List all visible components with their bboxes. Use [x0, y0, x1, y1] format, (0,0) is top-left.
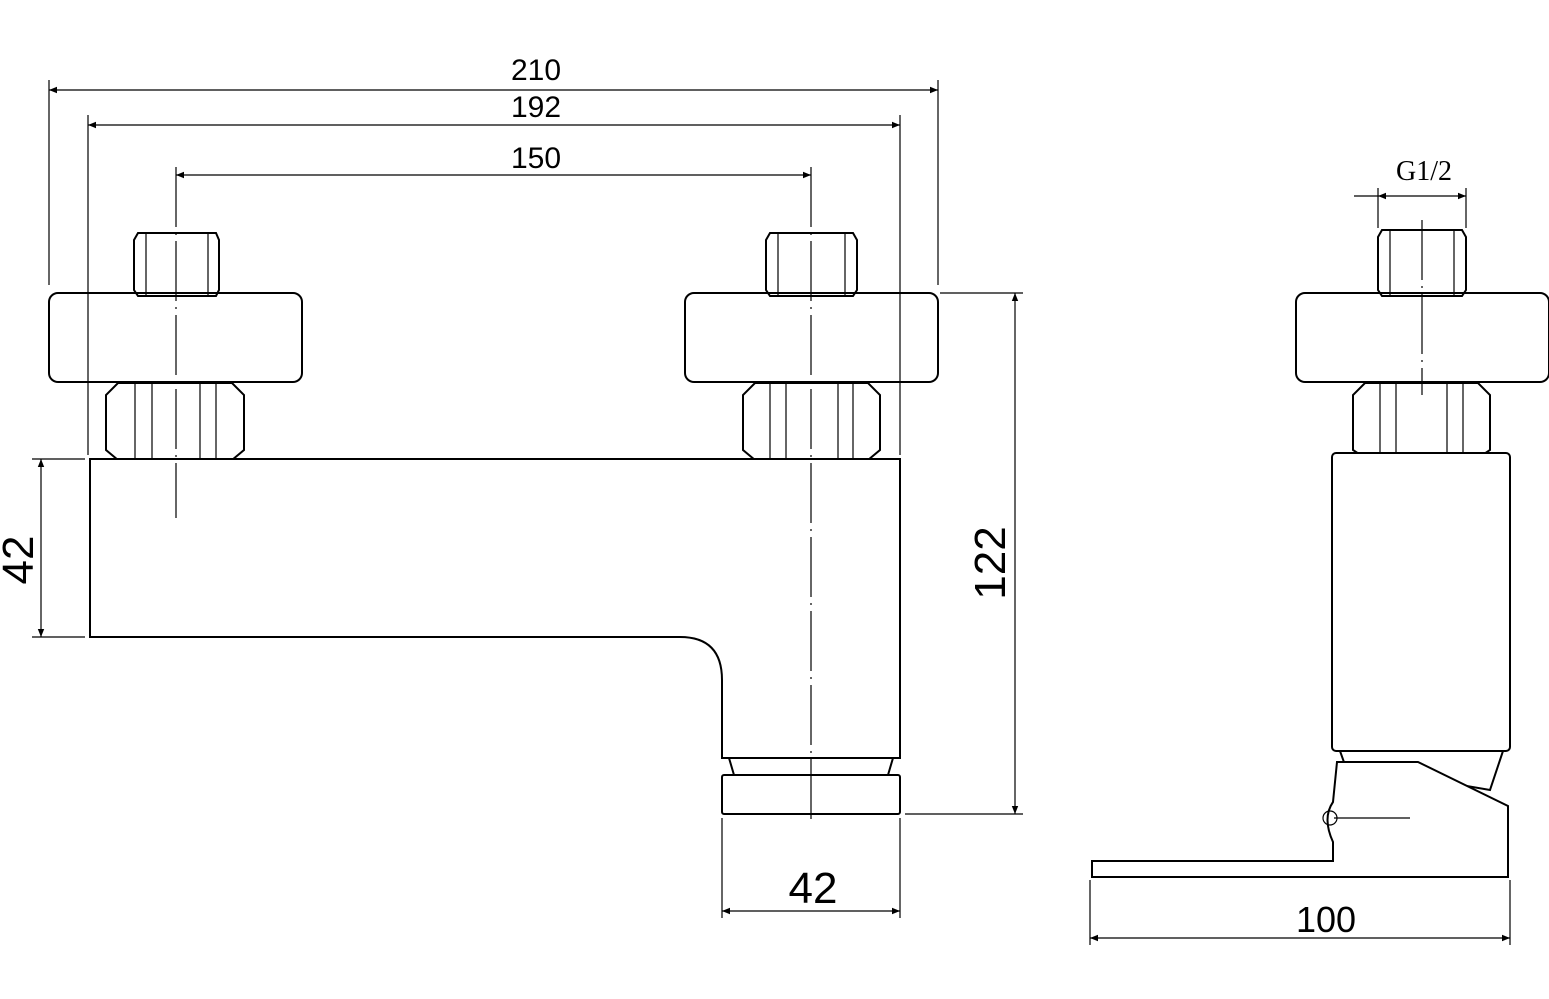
- dim-label-210: 210: [511, 54, 561, 87]
- dimension-210: 210: [48, 54, 939, 285]
- side-view: [1091, 220, 1549, 878]
- dimension-100: 100: [1089, 880, 1511, 945]
- dimension-122: 122: [905, 292, 1023, 815]
- faucet-body: [89, 458, 901, 759]
- side-body: [1331, 452, 1511, 752]
- dim-label-192: 192: [511, 91, 561, 124]
- dim-label-122: 122: [966, 526, 1015, 599]
- side-cartridge-cone: [1338, 750, 1505, 792]
- dim-label-g12: G1/2: [1396, 156, 1452, 187]
- dim-label-100: 100: [1296, 899, 1356, 940]
- dimension-150: 150: [176, 142, 811, 179]
- dim-label-42-vertical: 42: [0, 536, 43, 585]
- front-view: [48, 167, 939, 820]
- dimension-42-vertical: 42: [0, 458, 85, 638]
- dimension-192: 192: [87, 91, 901, 455]
- dim-label-42-spout: 42: [789, 864, 838, 913]
- dimension-g12: G1/2: [1354, 156, 1467, 228]
- dimension-42-spout: 42: [721, 818, 901, 918]
- dim-label-150: 150: [511, 142, 561, 175]
- side-spout: [1091, 761, 1509, 878]
